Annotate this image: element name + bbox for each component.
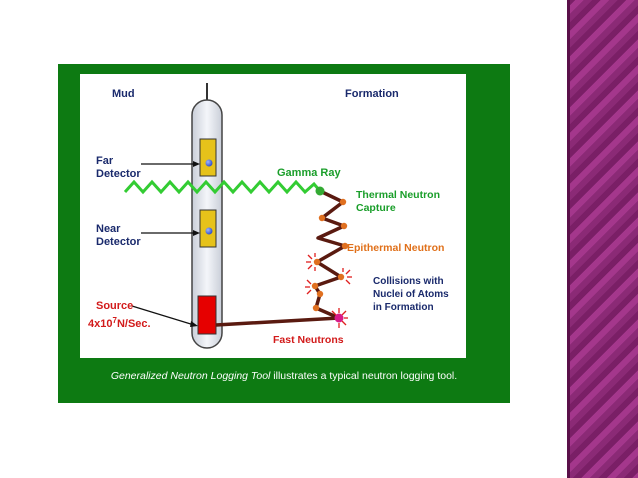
figure-caption: Generalized Neutron Logging Tool illustr… [58, 370, 510, 382]
collision-dot [339, 198, 347, 206]
caption-title: Generalized Neutron Logging Tool [110, 370, 271, 382]
collision-dot [312, 304, 320, 312]
far-detector-pointer [141, 161, 200, 167]
neutron-source [197, 295, 217, 335]
fast-neutron-point [334, 313, 344, 323]
gamma-ray-wave [123, 179, 322, 195]
collision-dot [316, 290, 324, 298]
collisions-label-line1: Collisions with [373, 276, 444, 287]
collision-dot [313, 258, 321, 266]
collisions-label-line3: in Formation [373, 302, 434, 313]
far-detector-label-line2: Detector [96, 168, 141, 180]
collision-dot [318, 214, 326, 222]
far-detector-label-line1: Far [96, 155, 114, 167]
collisions-label-line2: Nuclei of Atoms [373, 289, 449, 300]
source-pointer [131, 305, 198, 327]
formation-label: Formation [345, 88, 399, 100]
near-detector [199, 209, 217, 248]
far-detector-sensor [205, 159, 213, 167]
source-rate-base: 4x10 [88, 318, 112, 330]
collision-dot [337, 273, 345, 281]
near-detector-label-line1: Near [96, 223, 121, 235]
collision-sparks [305, 253, 352, 328]
mud-label: Mud [112, 88, 135, 100]
collision-dot [340, 222, 348, 230]
neutron-path [215, 189, 347, 327]
source-rate-label: 4x107N/Sec. [88, 316, 151, 330]
far-detector [199, 138, 217, 177]
collision-dot [311, 282, 319, 290]
thermal-capture-point [315, 186, 325, 196]
gamma-ray-label: Gamma Ray [277, 167, 341, 179]
diagram-panel [80, 74, 466, 358]
near-detector-sensor [205, 227, 213, 235]
thermal-capture-label-line2: Capture [356, 202, 396, 214]
thermal-capture-label-line1: Thermal Neutron [356, 189, 440, 201]
fast-neutrons-label: Fast Neutrons [273, 334, 344, 346]
collision-dot [341, 242, 349, 250]
source-rate-unit: N/Sec. [117, 318, 151, 330]
caption-text: illustrates a typical neutron logging to… [270, 370, 458, 382]
collision-points [311, 198, 349, 312]
near-detector-pointer [141, 230, 200, 236]
source-rate-exponent: 7 [112, 316, 117, 325]
near-detector-label-line2: Detector [96, 236, 141, 248]
decorative-side-band [567, 0, 638, 478]
source-label: Source [96, 300, 133, 312]
epithermal-neutron-label: Epithermal Neutron [347, 242, 444, 254]
far-detector-box [199, 138, 217, 177]
